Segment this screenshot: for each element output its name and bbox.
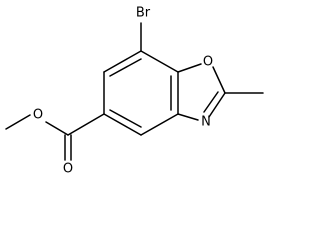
bond-c2-n3 (208, 92, 226, 118)
bromine-label: Br (136, 6, 151, 21)
bond-c7-c7a (140, 50, 179, 73)
carbonyl-oxygen-label: O (63, 162, 73, 177)
bond-c5-carbonyl-c (67, 113, 105, 136)
bond-carbonyl-c-ester-o (45, 121, 69, 136)
bond-c7a-o1 (177, 63, 202, 73)
bond-c4-c5-inner (109, 109, 142, 128)
molecule-structure: Br O N O O (5, 6, 264, 177)
bond-c3a-c4 (140, 113, 179, 136)
bond-c6-c7-inner (109, 58, 142, 77)
bond-ester-o-methyl (5, 114, 31, 130)
ring-oxygen-label: O (203, 55, 213, 70)
bond-n3-c3a (177, 113, 199, 121)
ring-nitrogen-label: N (201, 115, 211, 130)
bond-c4-c5 (103, 113, 142, 136)
bond-c2-n3-inner (203, 91, 219, 113)
ester-oxygen-label: O (33, 108, 43, 123)
bond-c6-c7 (103, 50, 142, 73)
bond-o1-c2 (212, 66, 226, 94)
